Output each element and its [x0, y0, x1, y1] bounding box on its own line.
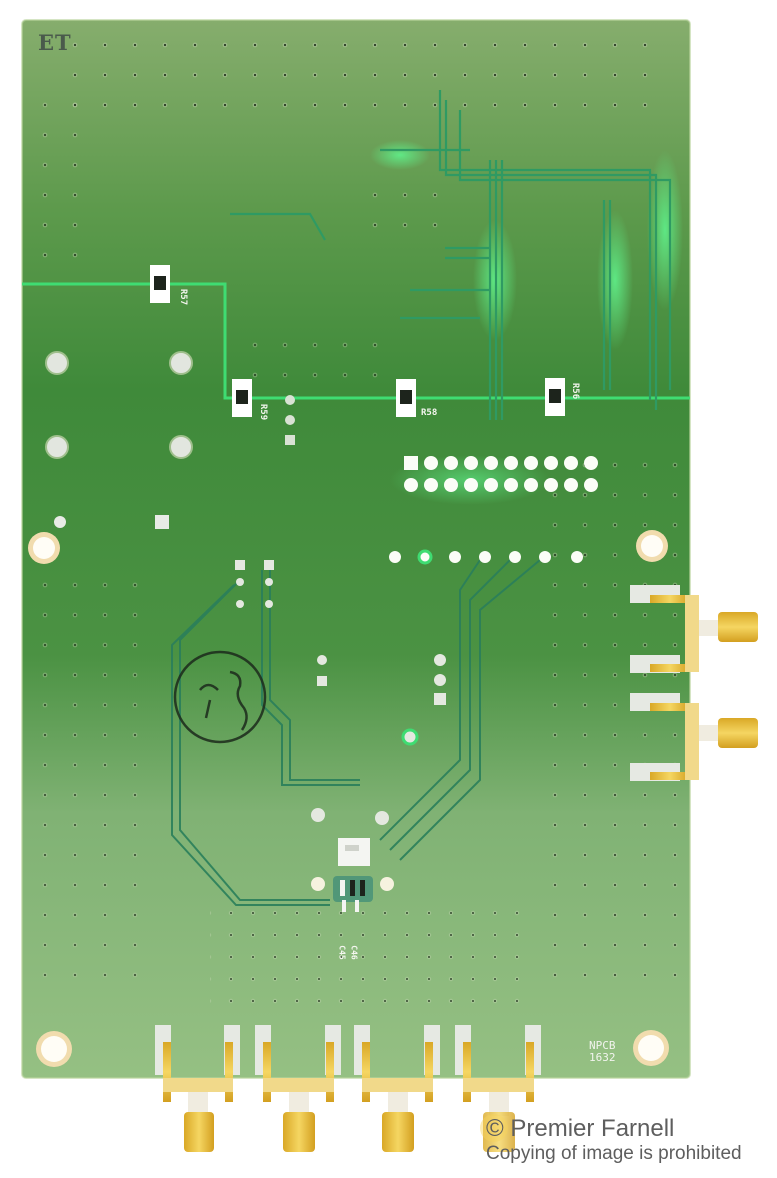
resistor-label-r58: R58 — [421, 408, 438, 418]
board-id: NPCB 1632 — [589, 1040, 616, 1064]
board-id-line1: NPCB — [589, 1039, 616, 1052]
board-id-line2: 1632 — [589, 1051, 616, 1064]
copyright-watermark: © Premier Farnell Copying of image is pr… — [486, 1116, 742, 1166]
resistor-label-r57: R57 — [178, 288, 189, 306]
capacitor-label-c45: C45 — [337, 945, 347, 960]
resistor-label-r59: R59 — [258, 403, 269, 421]
capacitor-label-c46: C46 — [349, 945, 359, 960]
handwritten-marking: ET — [38, 30, 72, 55]
resistor-label-r56: R56 — [570, 382, 581, 400]
watermark-line2: Copying of image is prohibited — [486, 1143, 742, 1164]
watermark-line1: © Premier Farnell — [486, 1115, 675, 1142]
mounting-holes — [28, 530, 669, 1067]
